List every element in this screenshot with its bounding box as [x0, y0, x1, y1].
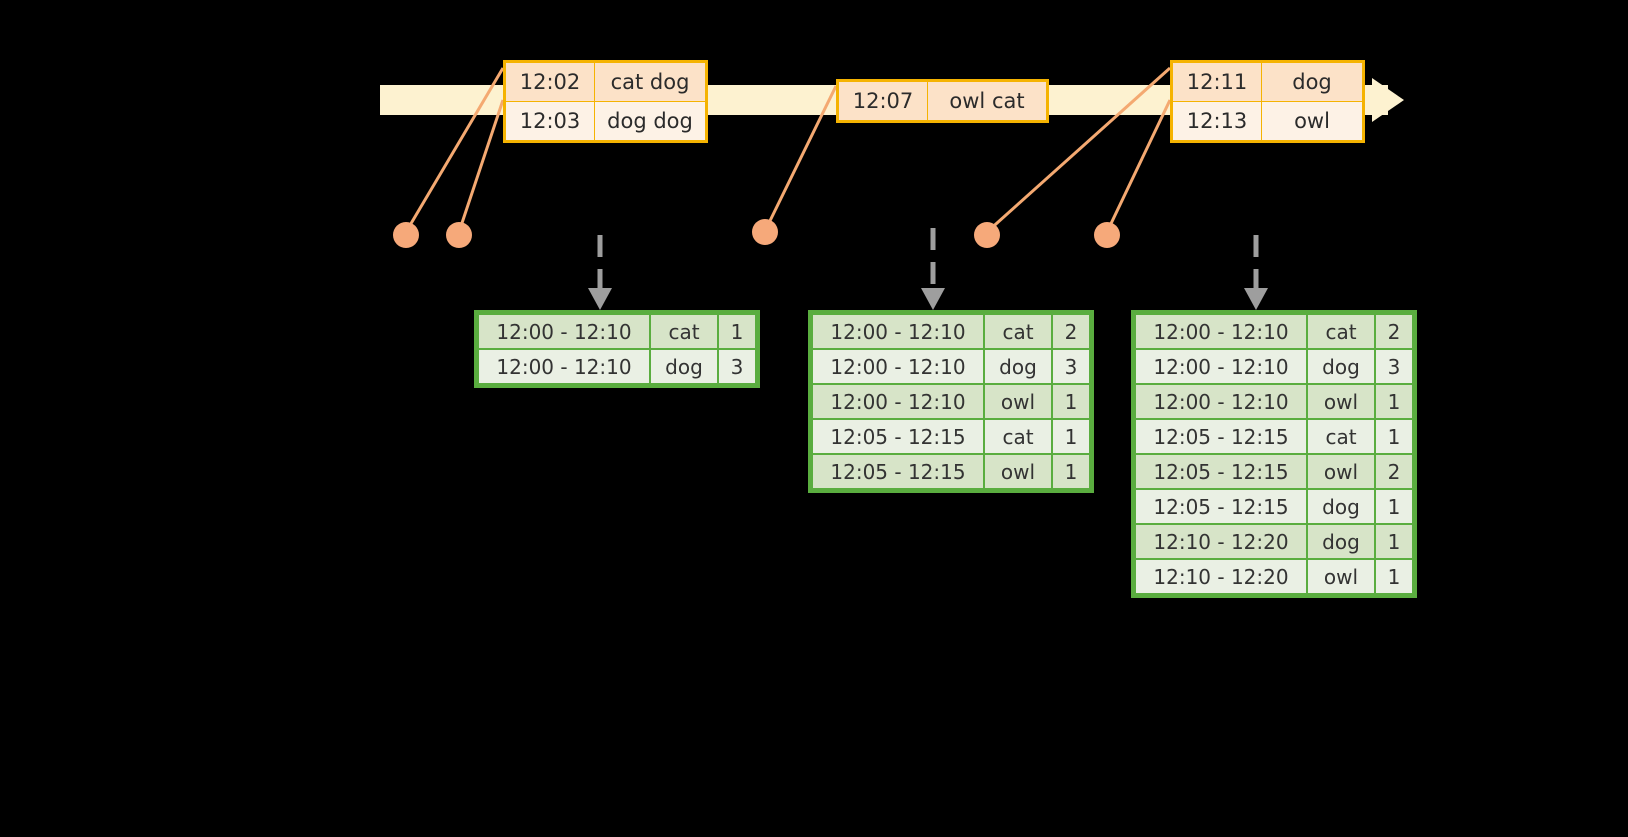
- result-word: owl: [985, 455, 1051, 488]
- result-count: 1: [1376, 525, 1412, 558]
- result-window: 12:00 - 12:10: [813, 315, 983, 348]
- event-dot: [1094, 222, 1120, 248]
- event-words: dog dog: [594, 101, 707, 142]
- result-window: 12:00 - 12:10: [479, 350, 649, 383]
- event-box-group-3: 12:11 dog 12:13 owl: [1170, 60, 1365, 143]
- result-count: 1: [1376, 560, 1412, 593]
- table-row: 12:00 - 12:10 cat 1: [479, 315, 755, 348]
- result-window: 12:00 - 12:10: [1136, 385, 1306, 418]
- result-window: 12:10 - 12:20: [1136, 525, 1306, 558]
- table-row: 12:05 - 12:15 cat 1: [813, 420, 1089, 453]
- result-count: 1: [1376, 490, 1412, 523]
- result-table-2: 12:00 - 12:10 cat 2 12:00 - 12:10 dog 3 …: [808, 310, 1094, 493]
- event-dot: [752, 219, 778, 245]
- event-time: 12:03: [504, 101, 595, 142]
- result-word: dog: [1308, 490, 1374, 523]
- result-count: 1: [1053, 420, 1089, 453]
- table-row: 12:10 - 12:20 owl 1: [1136, 560, 1412, 593]
- result-count: 1: [719, 315, 755, 348]
- event-dot: [393, 222, 419, 248]
- event-row: 12:03 dog dog: [504, 101, 707, 142]
- result-count: 2: [1376, 315, 1412, 348]
- result-word: dog: [1308, 525, 1374, 558]
- result-window: 12:00 - 12:10: [813, 385, 983, 418]
- result-window: 12:00 - 12:10: [1136, 350, 1306, 383]
- event-time: 12:07: [837, 80, 928, 122]
- dashed-arrowhead-2: [921, 288, 945, 310]
- event-dot: [446, 222, 472, 248]
- result-window: 12:00 - 12:10: [813, 350, 983, 383]
- result-window: 12:00 - 12:10: [479, 315, 649, 348]
- result-count: 2: [1376, 455, 1412, 488]
- event-time: 12:02: [504, 61, 595, 102]
- event-box-group-1: 12:02 cat dog 12:03 dog dog: [503, 60, 708, 143]
- result-window: 12:05 - 12:15: [813, 420, 983, 453]
- result-word: dog: [651, 350, 717, 383]
- event-row: 12:02 cat dog: [504, 61, 707, 102]
- result-word: owl: [1308, 455, 1374, 488]
- result-count: 1: [1376, 385, 1412, 418]
- event-row: 12:07 owl cat: [837, 80, 1048, 122]
- result-table-1: 12:00 - 12:10 cat 1 12:00 - 12:10 dog 3: [474, 310, 760, 388]
- result-window: 12:05 - 12:15: [1136, 420, 1306, 453]
- result-word: owl: [985, 385, 1051, 418]
- result-word: dog: [1308, 350, 1374, 383]
- event-words: cat dog: [594, 61, 707, 102]
- timeline-arrowhead: [1372, 78, 1404, 122]
- result-word: cat: [985, 315, 1051, 348]
- table-row: 12:00 - 12:10 cat 2: [813, 315, 1089, 348]
- table-row: 12:05 - 12:15 owl 2: [1136, 455, 1412, 488]
- dashed-arrowhead-1: [588, 288, 612, 310]
- result-window: 12:05 - 12:15: [1136, 455, 1306, 488]
- table-row: 12:00 - 12:10 cat 2: [1136, 315, 1412, 348]
- result-word: dog: [985, 350, 1051, 383]
- event-row: 12:11 dog: [1171, 61, 1364, 102]
- result-word: cat: [1308, 315, 1374, 348]
- result-count: 2: [1053, 315, 1089, 348]
- result-count: 3: [1053, 350, 1089, 383]
- event-dot: [974, 222, 1000, 248]
- table-row: 12:00 - 12:10 owl 1: [1136, 385, 1412, 418]
- result-word: owl: [1308, 560, 1374, 593]
- event-time: 12:13: [1171, 101, 1262, 142]
- dashed-arrowhead-3: [1244, 288, 1268, 310]
- result-word: cat: [985, 420, 1051, 453]
- result-word: cat: [1308, 420, 1374, 453]
- result-word: owl: [1308, 385, 1374, 418]
- result-window: 12:00 - 12:10: [1136, 315, 1306, 348]
- result-window: 12:05 - 12:15: [1136, 490, 1306, 523]
- event-row: 12:13 owl: [1171, 101, 1364, 142]
- event-words: owl cat: [927, 80, 1048, 122]
- event-words: owl: [1261, 101, 1364, 142]
- event-words: dog: [1261, 61, 1364, 102]
- result-count: 3: [1376, 350, 1412, 383]
- result-count: 1: [1053, 455, 1089, 488]
- table-row: 12:05 - 12:15 cat 1: [1136, 420, 1412, 453]
- event-time: 12:11: [1171, 61, 1262, 102]
- result-window: 12:05 - 12:15: [813, 455, 983, 488]
- result-count: 1: [1376, 420, 1412, 453]
- event-box-group-2: 12:07 owl cat: [836, 79, 1049, 123]
- table-row: 12:00 - 12:10 dog 3: [1136, 350, 1412, 383]
- table-row: 12:10 - 12:20 dog 1: [1136, 525, 1412, 558]
- table-row: 12:00 - 12:10 owl 1: [813, 385, 1089, 418]
- result-table-3: 12:00 - 12:10 cat 2 12:00 - 12:10 dog 3 …: [1131, 310, 1417, 598]
- result-count: 1: [1053, 385, 1089, 418]
- table-row: 12:05 - 12:15 dog 1: [1136, 490, 1412, 523]
- table-row: 12:00 - 12:10 dog 3: [479, 350, 755, 383]
- result-window: 12:10 - 12:20: [1136, 560, 1306, 593]
- table-row: 12:05 - 12:15 owl 1: [813, 455, 1089, 488]
- table-row: 12:00 - 12:10 dog 3: [813, 350, 1089, 383]
- result-count: 3: [719, 350, 755, 383]
- result-word: cat: [651, 315, 717, 348]
